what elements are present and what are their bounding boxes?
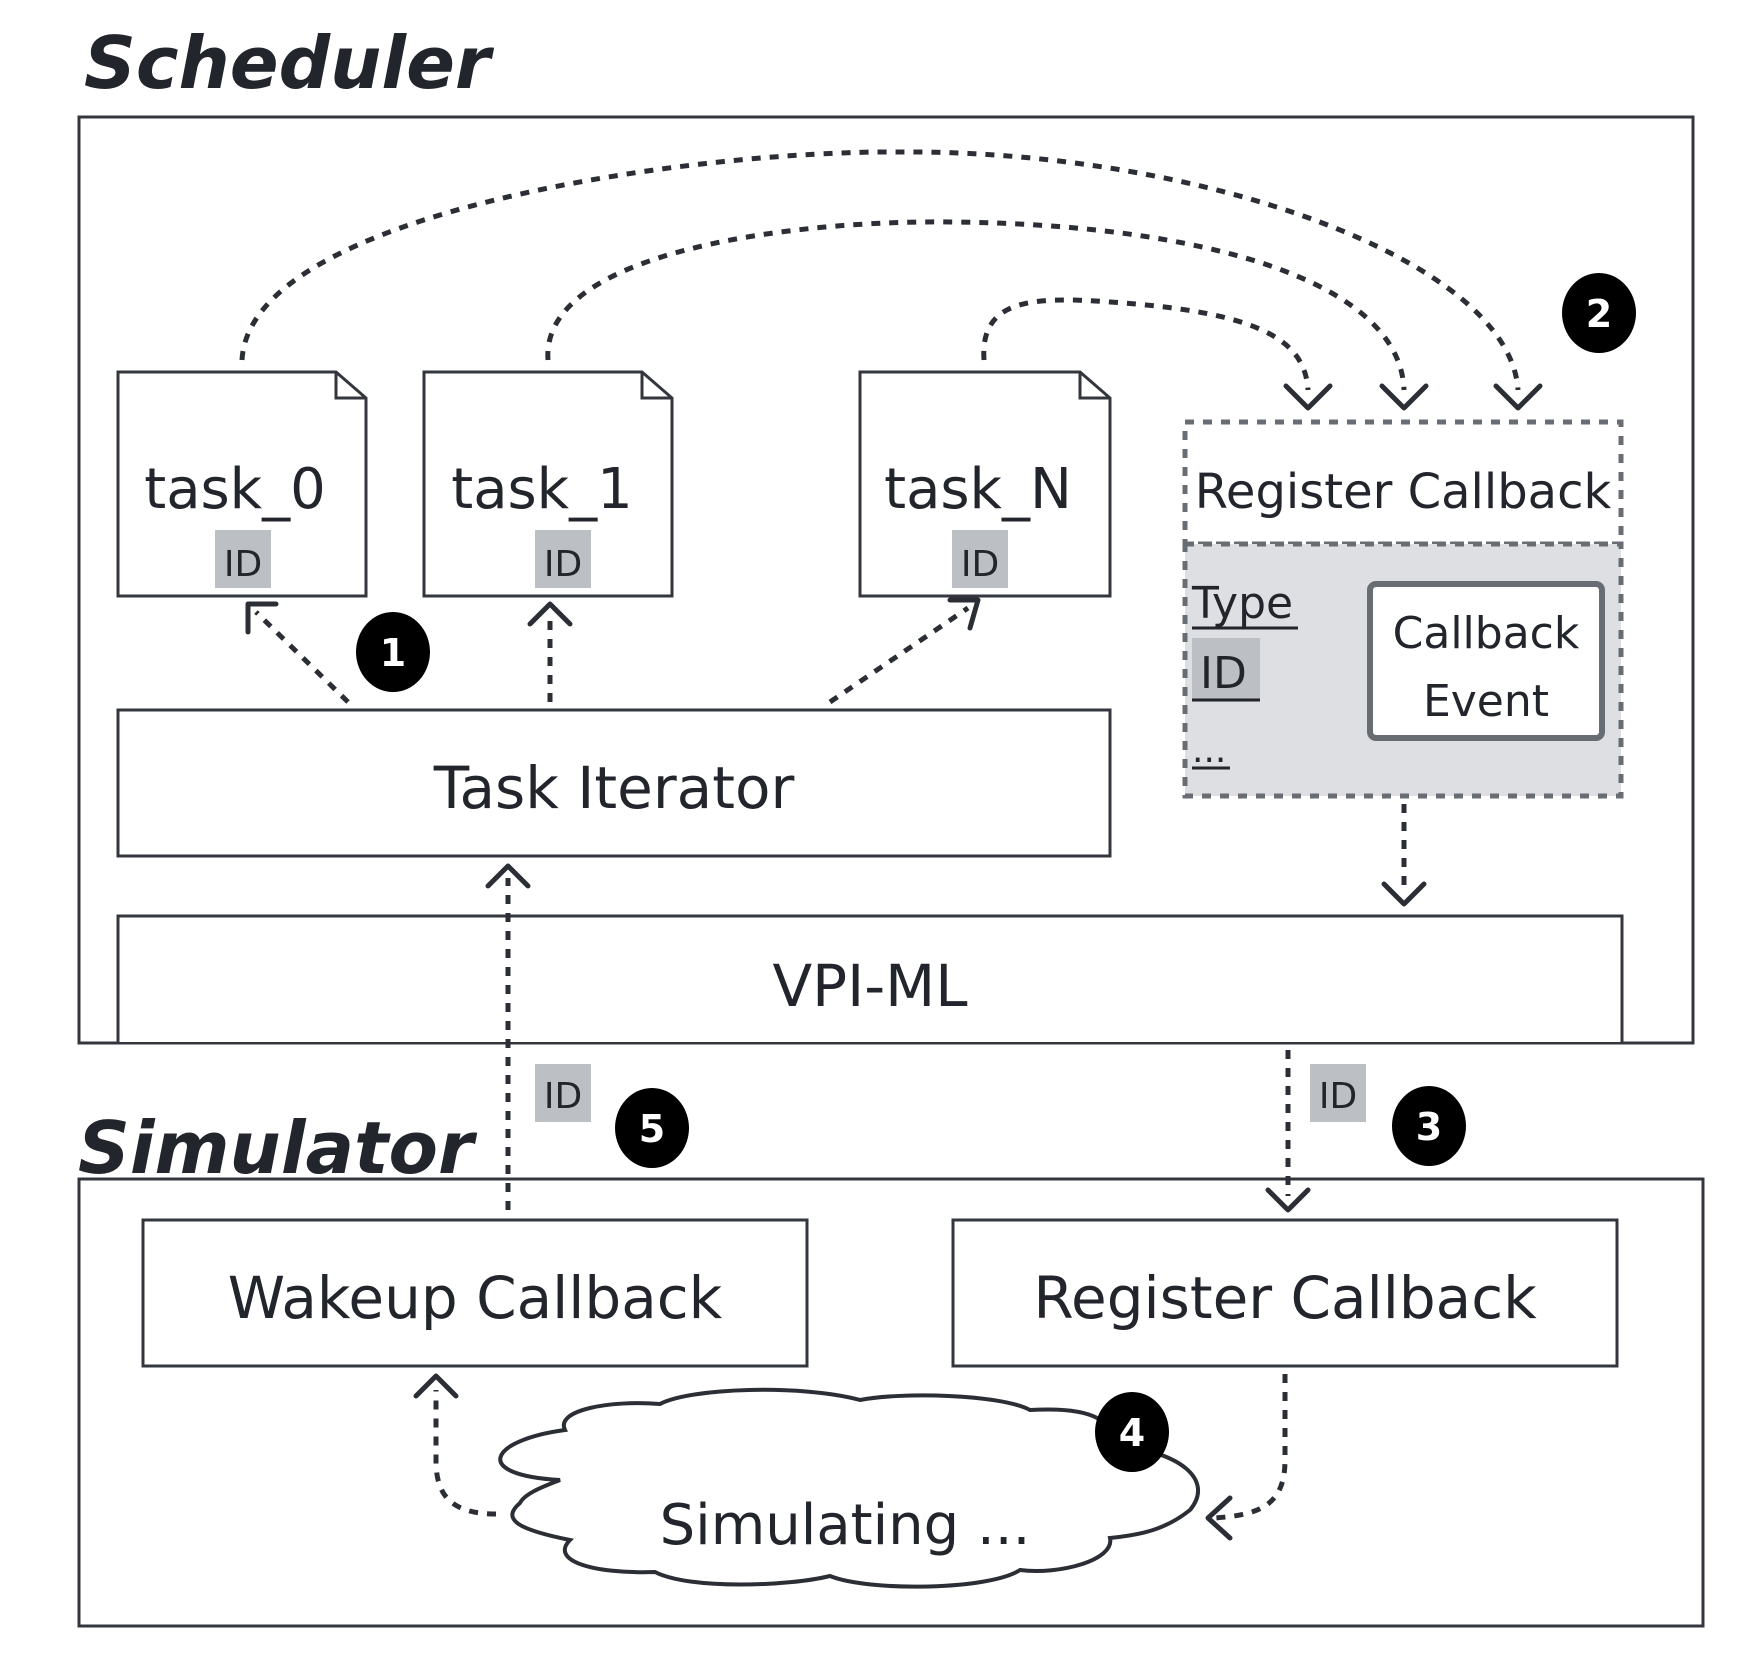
field-more: ... (1192, 730, 1226, 771)
svg-text:1: 1 (380, 631, 406, 675)
arrow-register-to-cloud (1213, 1374, 1288, 1521)
task-doc-1[interactable]: task_1 ID (422, 370, 674, 598)
id-tag-label: ID (224, 544, 262, 585)
simulating-label: Simulating ... (660, 1493, 1031, 1558)
id-tag (535, 530, 591, 588)
svg-text:3: 3 (1416, 1105, 1442, 1149)
svg-text:2: 2 (1586, 292, 1612, 336)
arrow-head (1381, 881, 1427, 907)
step-badge-2: 2 (1562, 273, 1636, 353)
arrow-head (245, 601, 279, 635)
id-tag-to-simulator (1310, 1064, 1366, 1122)
callback-event-line2: Event (1423, 676, 1549, 727)
arrow-head (485, 863, 531, 889)
step-badge-1: 1 (356, 612, 430, 692)
step-badge-3: 3 (1392, 1086, 1466, 1166)
sim-register-callback-box[interactable] (951, 1218, 1619, 1368)
id-tag (1192, 638, 1260, 700)
field-id: ID (1200, 648, 1247, 699)
svg-text:5: 5 (639, 1107, 665, 1151)
id-tag-to-scheduler (535, 1064, 591, 1122)
arrow-head (1379, 383, 1429, 411)
simulator-title: Simulator (78, 1106, 478, 1190)
arrow-taskn-to-register (981, 297, 1311, 391)
task-iterator-label: Task Iterator (433, 754, 795, 822)
step-badge-4: 4 (1095, 1392, 1169, 1472)
id-tag-label: ID (544, 544, 582, 585)
field-type: Type (1191, 578, 1293, 629)
arrow-head (413, 1373, 459, 1399)
register-callback-panel[interactable]: Register Callback Type ID ... Callback E… (1182, 419, 1624, 799)
task-iterator-box[interactable] (116, 708, 1112, 858)
task-label: task_0 (144, 457, 326, 522)
task-label: task_N (884, 457, 1072, 522)
step-badge-5: 5 (615, 1088, 689, 1168)
id-tag-label: ID (1319, 1076, 1357, 1117)
arrow-task0-to-register (239, 149, 1521, 391)
id-tag (215, 530, 271, 588)
svg-text:4: 4 (1119, 1411, 1145, 1455)
simulating-cloud: Simulating ... (498, 1387, 1201, 1589)
arrow-head (1265, 1187, 1311, 1213)
id-tag-label: ID (544, 1076, 582, 1117)
id-tag-label: ID (961, 544, 999, 585)
arrow-head (527, 601, 573, 627)
arrow-head (1493, 383, 1543, 411)
task-doc-n[interactable]: task_N ID (858, 370, 1112, 598)
task-label: task_1 (451, 457, 633, 522)
id-tag (952, 530, 1008, 588)
sim-register-callback-label: Register Callback (1033, 1264, 1537, 1332)
callback-event-line1: Callback (1393, 608, 1580, 659)
callback-event-box[interactable] (1367, 581, 1605, 741)
arrow-head (1205, 1495, 1233, 1541)
arrow-head (947, 597, 981, 631)
arrow-iterator-to-task0 (254, 610, 350, 704)
arrow-task1-to-register (545, 219, 1407, 391)
vpi-ml-box[interactable] (116, 914, 1624, 1042)
task-doc-0[interactable]: task_0 ID (116, 370, 368, 598)
scheduler-title: Scheduler (84, 21, 495, 105)
wakeup-callback-box[interactable] (141, 1218, 809, 1368)
wakeup-callback-label: Wakeup Callback (228, 1264, 723, 1332)
vpi-ml-label: VPI-ML (772, 952, 967, 1020)
arrow-cloud-to-wakeup (433, 1390, 497, 1517)
register-callback-title: Register Callback (1195, 464, 1612, 520)
arrow-head (1283, 383, 1333, 411)
